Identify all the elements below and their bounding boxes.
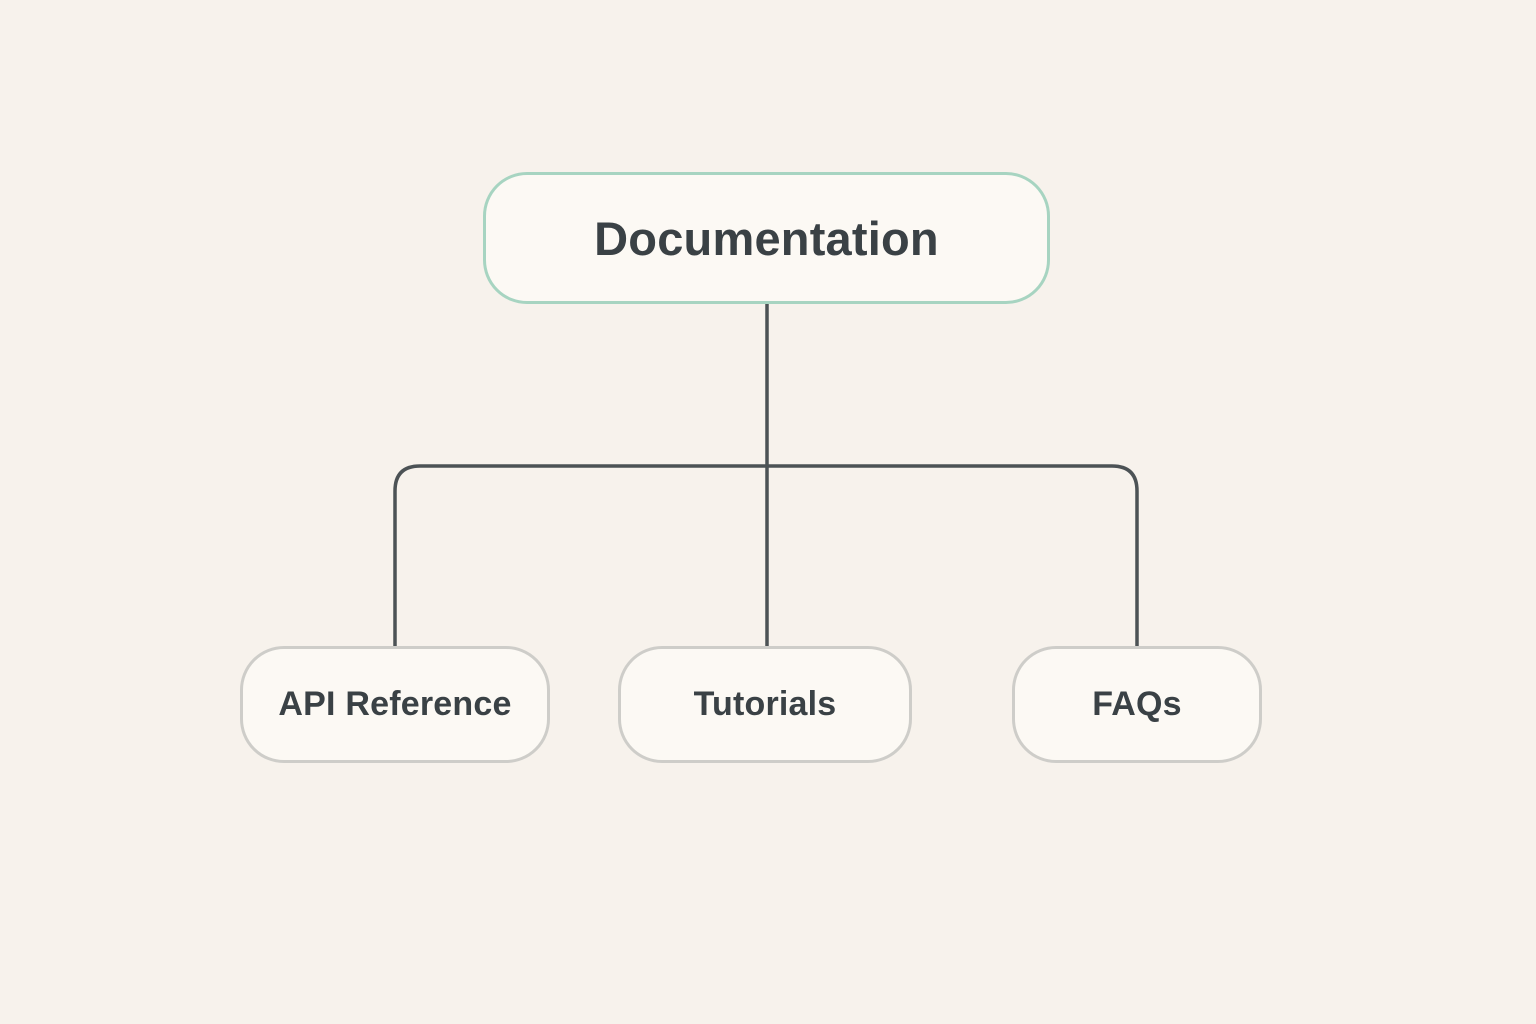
node-faqs-label: FAQs	[1092, 685, 1182, 723]
node-documentation[interactable]: Documentation	[483, 172, 1050, 304]
node-tutorials-label: Tutorials	[693, 685, 837, 723]
node-tutorials[interactable]: Tutorials	[618, 646, 912, 763]
node-api-reference[interactable]: API Reference	[240, 646, 550, 763]
node-faqs[interactable]: FAQs	[1012, 646, 1262, 763]
connector-root-to-api-reference	[393, 464, 767, 646]
node-api-reference-label: API Reference	[278, 685, 512, 723]
connector-root-to-faqs	[767, 464, 1139, 646]
node-documentation-label: Documentation	[594, 211, 939, 265]
